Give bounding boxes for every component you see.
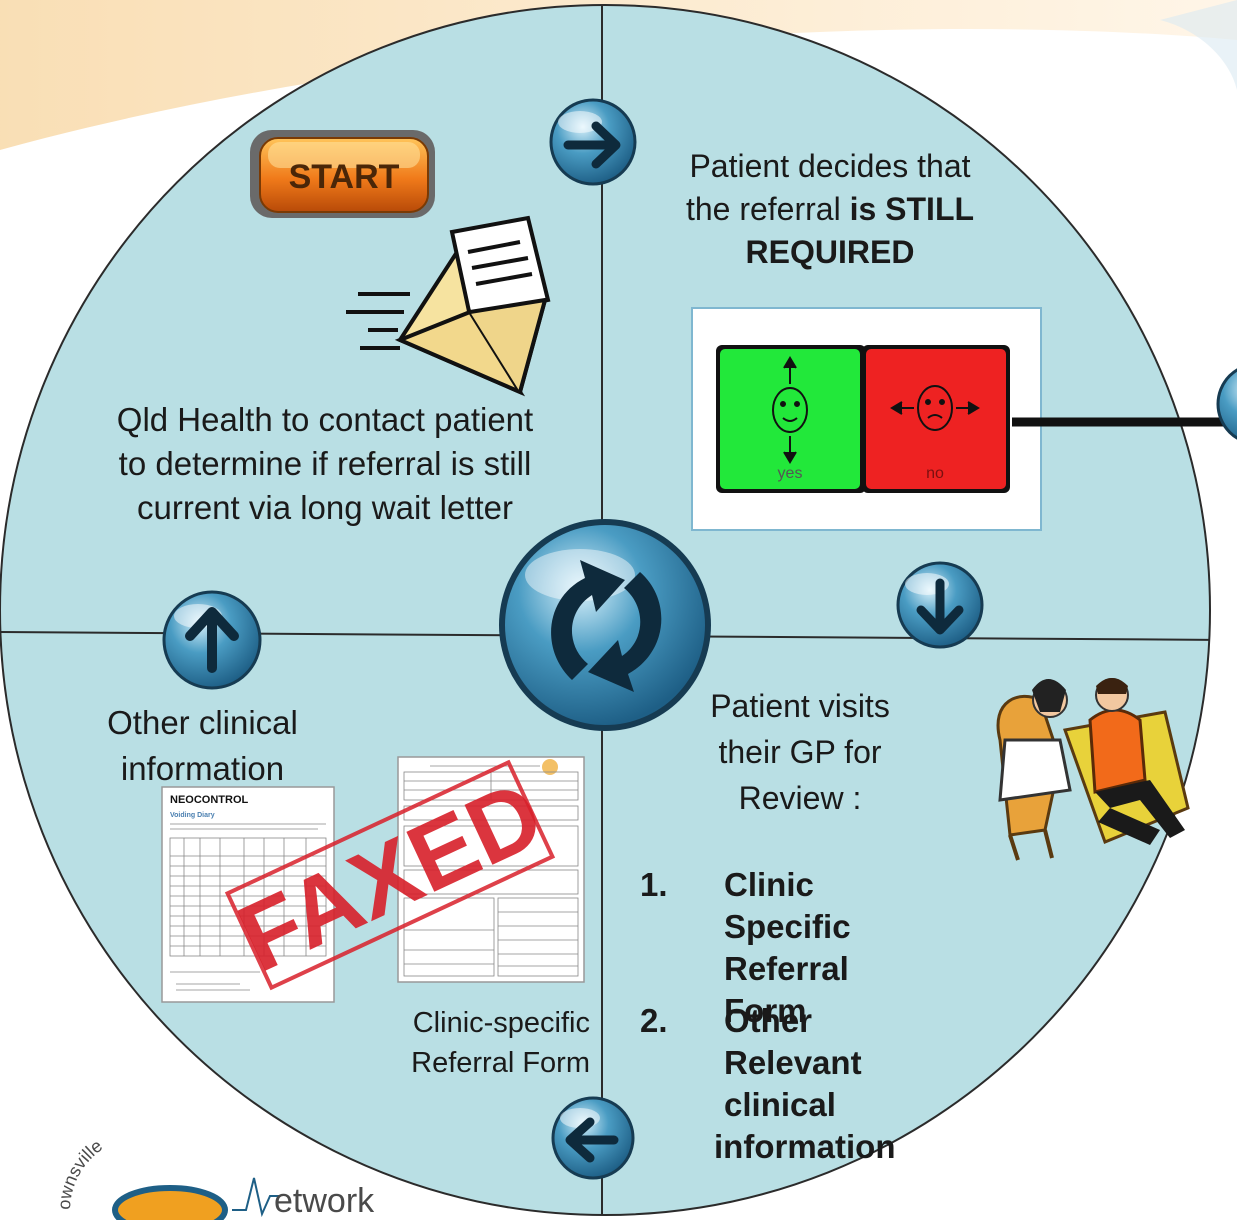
list-item-1-number: 1. [640, 866, 668, 903]
form-caption: Clinic-specific Referral Form [350, 1003, 590, 1083]
connector-line [1012, 368, 1237, 440]
top-left-line2: to determine if referral is still [118, 445, 532, 482]
top-right-line2: the referral is STILL [685, 191, 975, 227]
referral-form-document [397, 756, 585, 983]
arrow-left-icon[interactable] [551, 1096, 635, 1180]
refresh-cycle-icon[interactable] [499, 519, 711, 731]
top-right-caption: Patient decides that the referral is STI… [640, 145, 1020, 274]
logo-arc-text: ownsville [54, 1135, 106, 1210]
background-swoosh [0, 0, 1237, 150]
arrow-down-icon[interactable] [896, 561, 984, 649]
start-button[interactable]: START [250, 130, 435, 218]
yes-label: yes [778, 465, 803, 482]
other-info-line1: Other clinical [107, 704, 298, 741]
form-caption-line1: Clinic-specific [412, 1007, 590, 1039]
gp-visit-line1: Patient visits [710, 688, 890, 724]
mail-icon [346, 215, 551, 397]
shaking-face-icon [890, 385, 980, 431]
doc-brand: NEOCONTROL [170, 794, 249, 806]
start-button-label: START [289, 158, 400, 196]
top-right-line3: REQUIRED [745, 234, 915, 270]
top-right-line1: Patient decides that [689, 148, 971, 184]
arrow-right-icon[interactable] [549, 98, 637, 186]
arrow-up-icon[interactable] [162, 590, 262, 690]
top-left-caption: Qld Health to contact patient to determi… [60, 398, 590, 530]
form-caption-line2: Referral Form [411, 1047, 590, 1079]
list-item-2-number: 2. [640, 1002, 668, 1039]
doc-heading: Voiding Diary [170, 812, 215, 819]
gp-visit-line3: Review : [738, 780, 862, 816]
yes-no-card: yes no [691, 307, 1042, 531]
logo-word: etwork [274, 1182, 375, 1220]
no-label: no [926, 465, 944, 482]
other-info-caption: Other clinical information [60, 700, 345, 792]
svg-text:ownsville: ownsville [54, 1135, 106, 1210]
gp-visit-caption: Patient visits their GP for Review : [680, 683, 920, 821]
top-left-line3: current via long wait letter [136, 489, 513, 526]
nodding-face-icon [772, 356, 808, 464]
gp-consultation-illustration [996, 678, 1190, 861]
top-left-line1: Qld Health to contact patient [116, 401, 534, 438]
other-info-line2: information [120, 750, 285, 787]
list-item-2-text: Other Relevant clinical information [714, 1002, 896, 1165]
gp-visit-line2: their GP for [718, 734, 882, 770]
list-item-1-text: Clinic Specific Referral Form [724, 866, 851, 1029]
voiding-diary-document: NEOCONTROL Voiding Diary [161, 786, 335, 1003]
